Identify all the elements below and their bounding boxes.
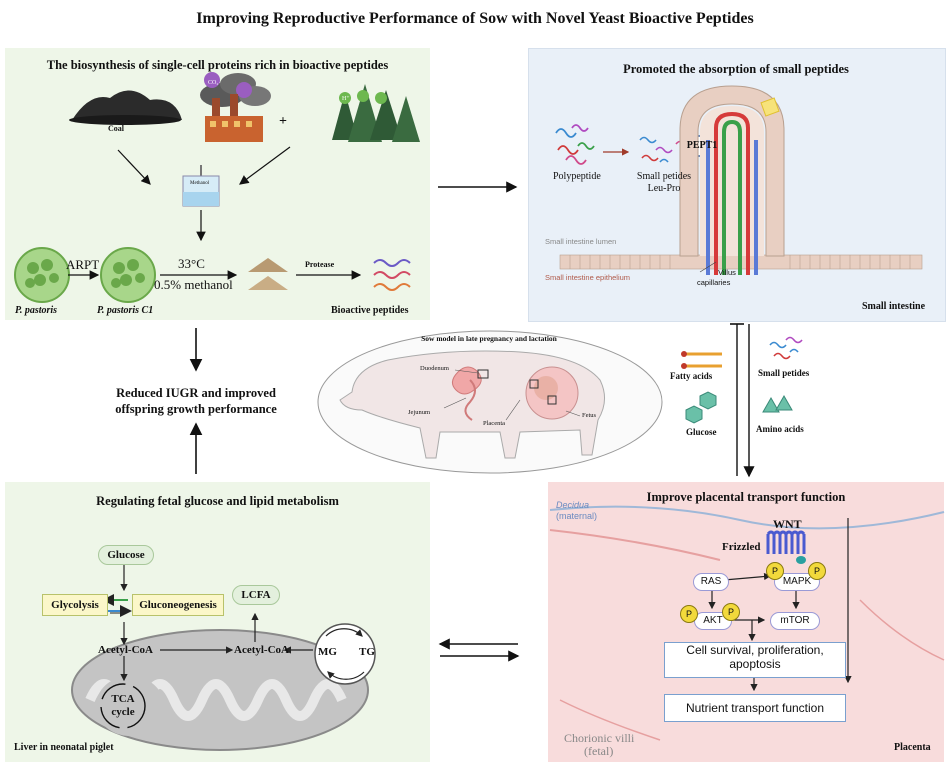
co2-badge-label: CO₂ [208, 80, 219, 86]
lcfa-node: LCFA [232, 585, 280, 605]
cell-survival-line1: Cell survival, proliferation, [686, 643, 824, 657]
epithelium-cells [569, 255, 911, 269]
methanol-flask-icon [182, 165, 220, 207]
wnt-label: WNT [773, 517, 802, 531]
acetyl-coa-node-2: Acetyl-CoA [234, 644, 289, 656]
polypeptide-icon [555, 124, 595, 165]
small-intestine-label: Small intestine [862, 301, 926, 312]
glucose-hexagon-icon [685, 391, 717, 424]
small-peptides-mid-label: Small petides [758, 368, 810, 378]
cycle-label: cycle [111, 706, 135, 718]
amino-acids-label: Amino acids [756, 424, 804, 434]
plus-sign: + [279, 114, 287, 129]
amino-acid-triangle-icon [762, 394, 793, 413]
cell-survival-line2: apoptosis [729, 657, 781, 671]
glycolysis-node: Glycolysis [42, 594, 108, 616]
acetyl-coa-node-1: Acetyl-CoA [98, 644, 153, 656]
cell-survival-box: Cell survival, proliferation, apoptosis [664, 642, 846, 678]
fetal-label: (fetal) [584, 744, 614, 758]
p-pastoris-cell-icon [14, 247, 70, 303]
pept1-label: PEPT1 [686, 140, 718, 151]
glucose-node: Glucose [98, 545, 154, 565]
coal-icon [69, 90, 182, 125]
gluconeogenesis-node: Gluconeogenesis [132, 594, 224, 616]
h-badge-label: H⁺ [342, 96, 350, 102]
mg-label: MG [318, 646, 337, 658]
protein-pile-icon [248, 258, 288, 290]
placenta-center-label: Placenta [483, 420, 506, 427]
tg-label: TG [359, 646, 375, 658]
small-peptides-icon [639, 136, 685, 163]
polypeptide-label: Polypeptide [553, 171, 601, 182]
bioactive-peptides-label: Bioactive peptides [331, 305, 409, 316]
jejunum-label: Jejunum [408, 409, 431, 416]
protease-label: Protease [305, 260, 335, 269]
nutrient-transport-box: Nutrient transport function [664, 694, 846, 722]
mtor-node: mTOR [770, 612, 820, 630]
biosynthesis-title: The biosynthesis of single-cell proteins… [46, 58, 389, 72]
maternal-label: (maternal) [556, 511, 598, 521]
fatty-acid-icon [681, 351, 722, 369]
methanol-label: Methanol [190, 181, 210, 186]
phospho-badge-4: P [722, 603, 740, 621]
factory-icon [200, 72, 271, 142]
phospho-badge-3: P [680, 605, 698, 623]
villus-label: Villus [718, 268, 736, 277]
methanol-percent-label: 0.5% methanol [154, 277, 233, 292]
phospho-badge-2: P [808, 562, 826, 580]
placenta-title: Improve placental transport function [646, 490, 846, 504]
frizzled-receptor-icon [766, 530, 806, 554]
arpt-label: ARPT [66, 257, 100, 272]
placenta-footer-label: Placenta [894, 742, 931, 753]
liver-label: Liver in neonatal piglet [14, 742, 114, 753]
glucose-mid-label: Glucose [686, 427, 717, 437]
forest-icon [332, 84, 420, 142]
absorption-title: Promoted the absorption of small peptide… [623, 62, 849, 76]
peptide-chains-icon [373, 259, 411, 291]
frizzled-label: Frizzled [722, 541, 761, 553]
metabolism-title: Regulating fetal glucose and lipid metab… [96, 494, 339, 508]
leu-pro-label: Leu-Pro [647, 183, 681, 194]
chorionic-villi-label: Chorionic villi [564, 731, 635, 745]
fatty-acids-label: Fatty acids [670, 371, 713, 381]
tca-label: TCA [111, 693, 135, 705]
duodenum-label: Duodenum [420, 365, 449, 372]
sow-model-title: Sow model in late pregnancy and lactatio… [421, 334, 557, 343]
ras-node: RAS [693, 573, 729, 591]
outcome-line1: Reduced IUGR and improved [116, 386, 276, 400]
phospho-badge-1: P [766, 562, 784, 580]
p-pastoris-c1-label: P. pastoris C1 [97, 305, 154, 316]
coal-label: Coal [108, 124, 124, 133]
epithelium-label: Small intestine epithelium [545, 273, 631, 282]
small-peptides-label: Small petides [636, 171, 692, 182]
mapk-node: MAPK [774, 573, 820, 591]
sow-icon [339, 350, 605, 459]
p-pastoris-label: P. pastoris [15, 305, 58, 316]
figure-title: Improving Reproductive Performance of So… [196, 10, 754, 27]
outcome-line2: offspring growth performance [115, 402, 277, 416]
fetus-label: Fetus [582, 412, 597, 419]
p-pastoris-c1-cell-icon [100, 247, 156, 303]
decidua-label: Decidua [556, 500, 590, 510]
capillaries-label: capillaries [697, 278, 731, 287]
lumen-label: Small intestine lumen [545, 237, 617, 246]
temperature-label: 33°C [178, 256, 205, 271]
small-peptide-mid-icon [769, 336, 803, 360]
